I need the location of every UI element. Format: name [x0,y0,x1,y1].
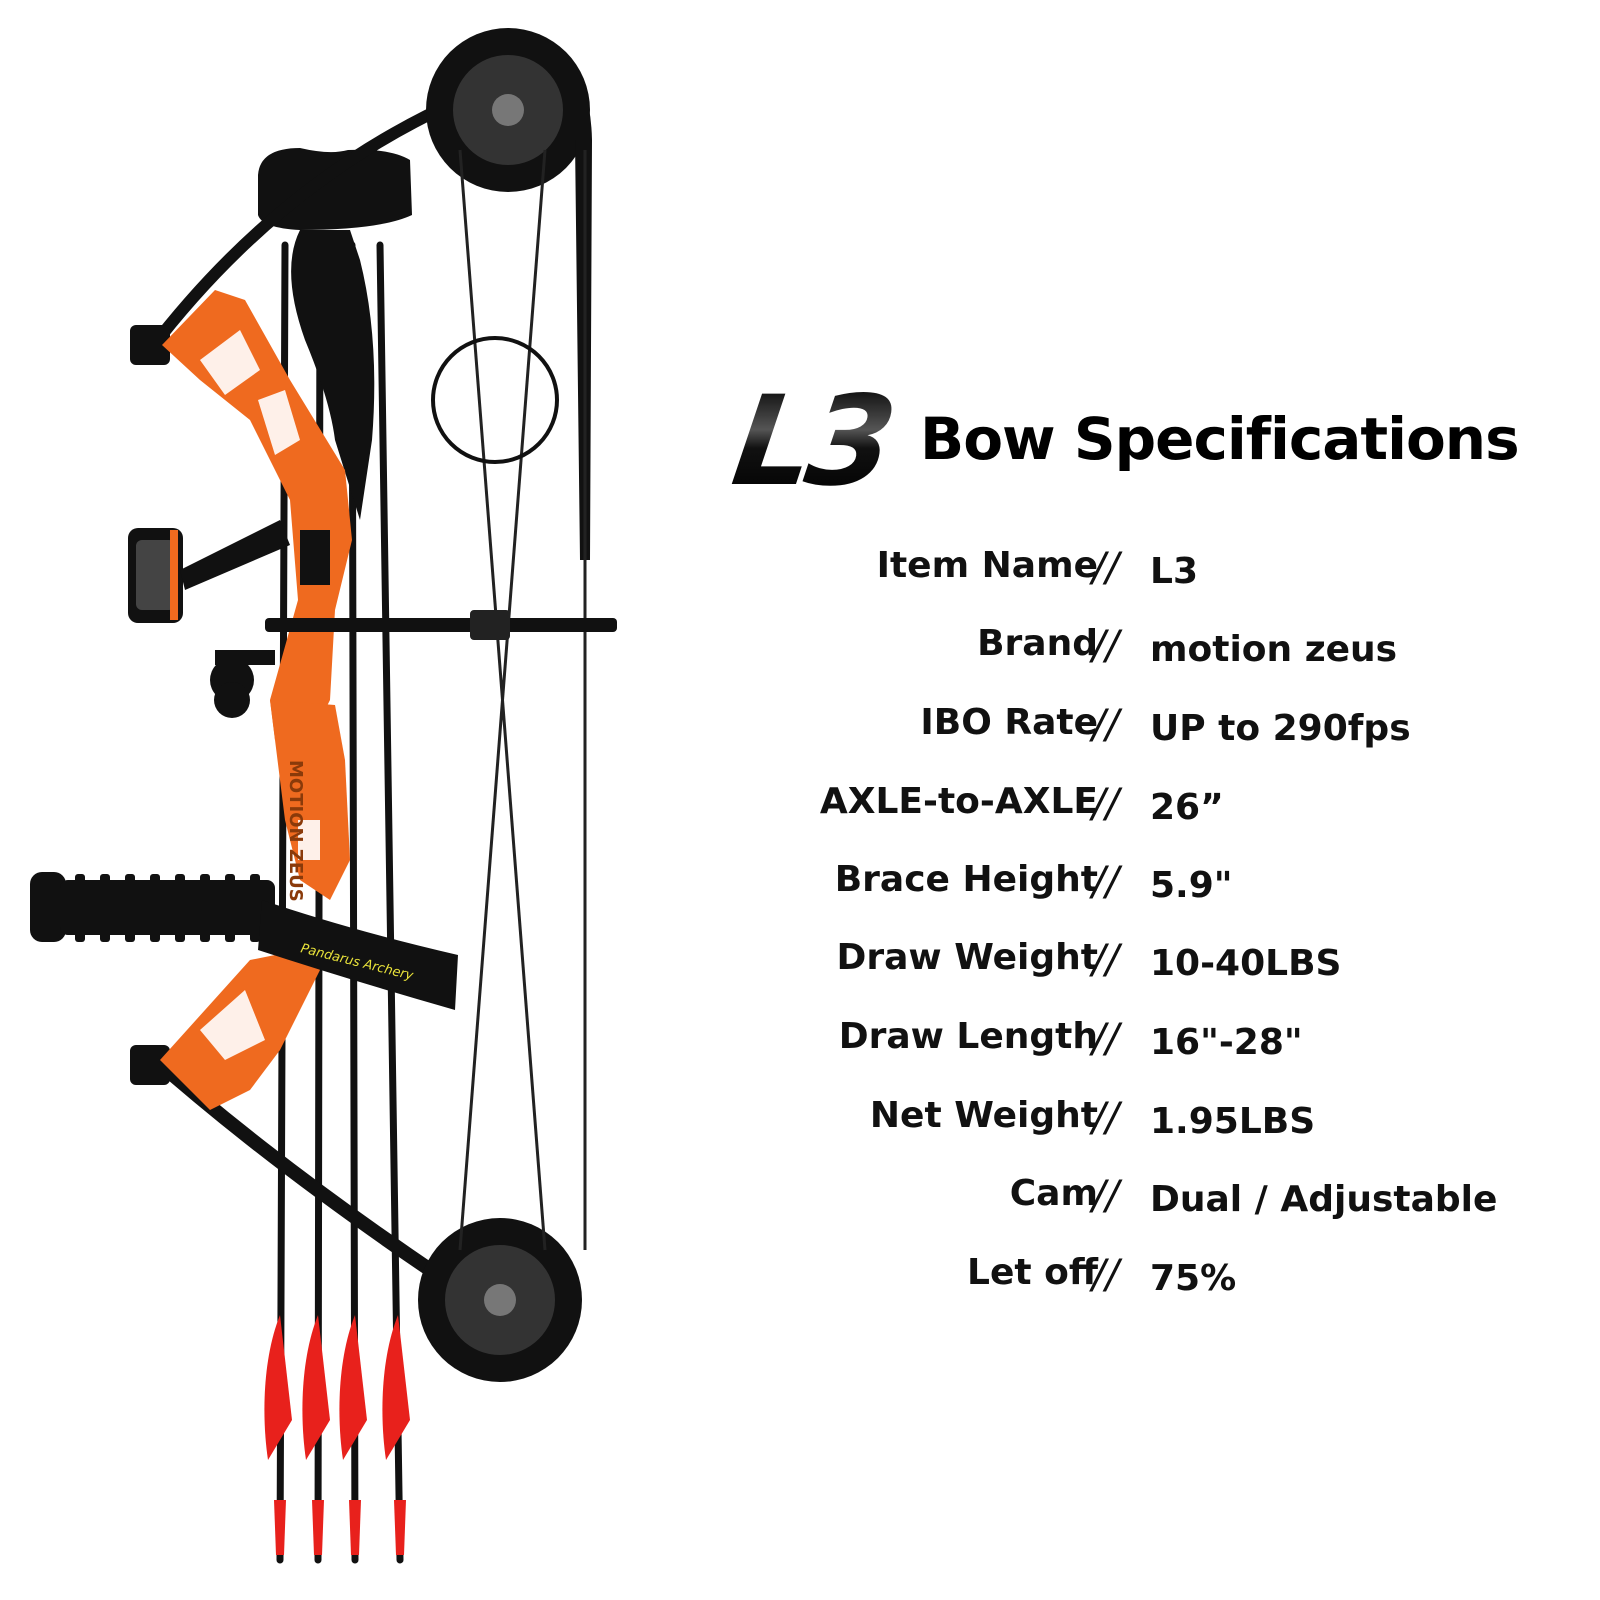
upper-limb-pocket [130,325,170,365]
spec-label: Item Name [876,545,1098,586]
spec-header: L3 Bow Specifications [725,370,1575,514]
spec-row-brand: Brand // motion zeus [740,623,1570,683]
spec-value: L3 [1150,551,1198,592]
spec-label: IBO Rate [920,702,1098,743]
spec-value: 5.9" [1150,865,1233,906]
string-loop [431,336,559,464]
spec-row-net-weight: Net Weight // 1.95LBS [740,1095,1570,1155]
spec-row-let-off: Let off // 75% [740,1252,1570,1312]
spec-label: Cam [1009,1173,1098,1214]
riser-label: MOTION ZEUS [285,760,306,902]
page-title: Bow Specifications [920,405,1520,473]
compound-bow-image: MOTION ZEUS [30,28,617,1564]
spec-value: UP to 290fps [1150,708,1411,749]
stabilizer [30,872,275,942]
spec-value: Dual / Adjustable [1150,1179,1498,1220]
spec-value: motion zeus [1150,629,1398,670]
upper-cam [426,28,592,560]
l3-logo: L3 [724,370,899,514]
spec-row-item-name: Item Name // L3 [740,545,1570,605]
spec-separator: // [1092,1095,1119,1141]
spec-separator: // [1092,1016,1119,1062]
spec-separator: // [1092,937,1119,983]
limbs [143,94,467,1297]
spec-separator: // [1092,781,1119,827]
cable-guard [265,618,617,632]
arrow-tips [274,1500,406,1555]
spec-row-draw-weight: Draw Weight // 10-40LBS [740,937,1570,997]
spec-separator: // [1092,859,1119,905]
spec-row-cam: Cam // Dual / Adjustable [740,1173,1570,1233]
spec-value: 26” [1150,787,1224,828]
lower-cam [418,1218,582,1382]
spec-separator: // [1092,545,1119,591]
bowstring [458,149,587,1251]
arrow-rest [210,650,275,718]
spec-label: Brace Height [834,859,1098,900]
spec-label: Draw Length [838,1016,1098,1057]
spec-label: AXLE-to-AXLE [819,781,1098,822]
spec-separator: // [1092,702,1119,748]
spec-label: Let off [967,1252,1098,1293]
spec-separator: // [1092,623,1119,669]
spec-value: 1.95LBS [1150,1101,1316,1142]
spec-label: Brand [977,623,1098,664]
lower-limb-pocket [130,1045,170,1085]
spec-label: Net Weight [869,1095,1098,1136]
spec-row-ibo-rate: IBO Rate // UP to 290fps [740,702,1570,762]
spec-row-draw-length: Draw Length // 16"-28" [740,1016,1570,1076]
spec-value: 75% [1150,1258,1237,1299]
spec-separator: // [1092,1173,1119,1219]
bow-sight [128,520,290,623]
spec-label: Draw Weight [836,937,1098,978]
spec-row-brace-height: Brace Height // 5.9" [740,859,1570,919]
arrow-fletching [264,1315,410,1460]
spec-value: 16"-28" [1150,1022,1303,1063]
spec-separator: // [1092,1252,1119,1298]
quiver [258,148,412,520]
spec-value: 10-40LBS [1150,943,1342,984]
spec-row-axle-to-axle: AXLE-to-AXLE // 26” [740,781,1570,841]
